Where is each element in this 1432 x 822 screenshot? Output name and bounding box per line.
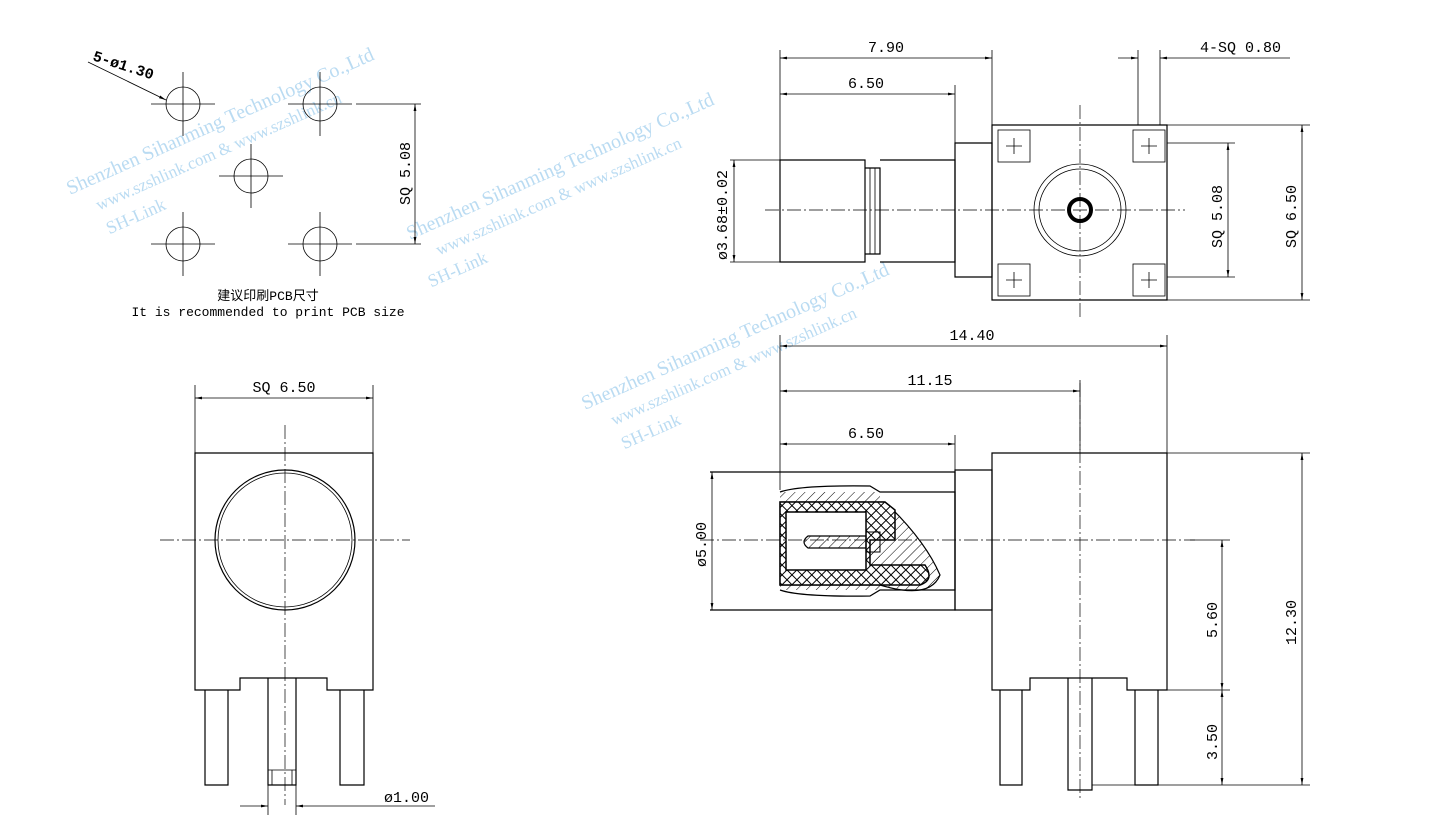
- pad-size-dim: 4-SQ 0.80: [1200, 40, 1281, 57]
- front-width-dim: SQ 6.50: [252, 380, 315, 397]
- side-overall-height-dim: 12.30: [1284, 600, 1301, 645]
- side-view: 14.40 11.15 6.50 ø5.00 5.60 3.50 12.30: [694, 328, 1310, 800]
- watermark-1: Shenzhen Sihanming Technology Co.,Ltd ww…: [63, 43, 377, 238]
- pin-diameter-dim: ø1.00: [384, 790, 429, 807]
- plug-diameter-dim: ø3.68±0.02: [715, 170, 732, 260]
- top-body-size-dim: SQ 6.50: [1284, 185, 1301, 248]
- front-view: SQ 6.50 ø1.00: [160, 380, 435, 815]
- side-pin-length-dim: 3.50: [1205, 724, 1222, 760]
- pcb-spacing-dim: SQ 5.08: [398, 142, 415, 205]
- top-pin-spacing-dim: SQ 5.08: [1210, 185, 1227, 248]
- top-plug-length-dim: 6.50: [848, 76, 884, 93]
- side-center-offset-dim: 11.15: [907, 373, 952, 390]
- side-center-height-dim: 5.60: [1205, 602, 1222, 638]
- top-view: 7.90 6.50 4-SQ 0.80 ø3.68±0.02 SQ 5.08 S…: [715, 40, 1310, 320]
- watermark-company: Shenzhen Sihanming Technology Co.,Ltd: [403, 88, 717, 244]
- side-plug-diameter-dim: ø5.00: [694, 522, 711, 567]
- caption-en: It is recommended to print PCB size: [131, 305, 404, 320]
- watermark-3: Shenzhen Sihanming Technology Co.,Ltd ww…: [403, 88, 717, 291]
- watermark-logo: SH-Link: [425, 247, 491, 291]
- side-overall-length-dim: 14.40: [949, 328, 994, 345]
- side-plug-length-dim: 6.50: [848, 426, 884, 443]
- caption-cn: 建议印刷PCB尺寸: [217, 289, 318, 304]
- top-overall-dim: 7.90: [868, 40, 904, 57]
